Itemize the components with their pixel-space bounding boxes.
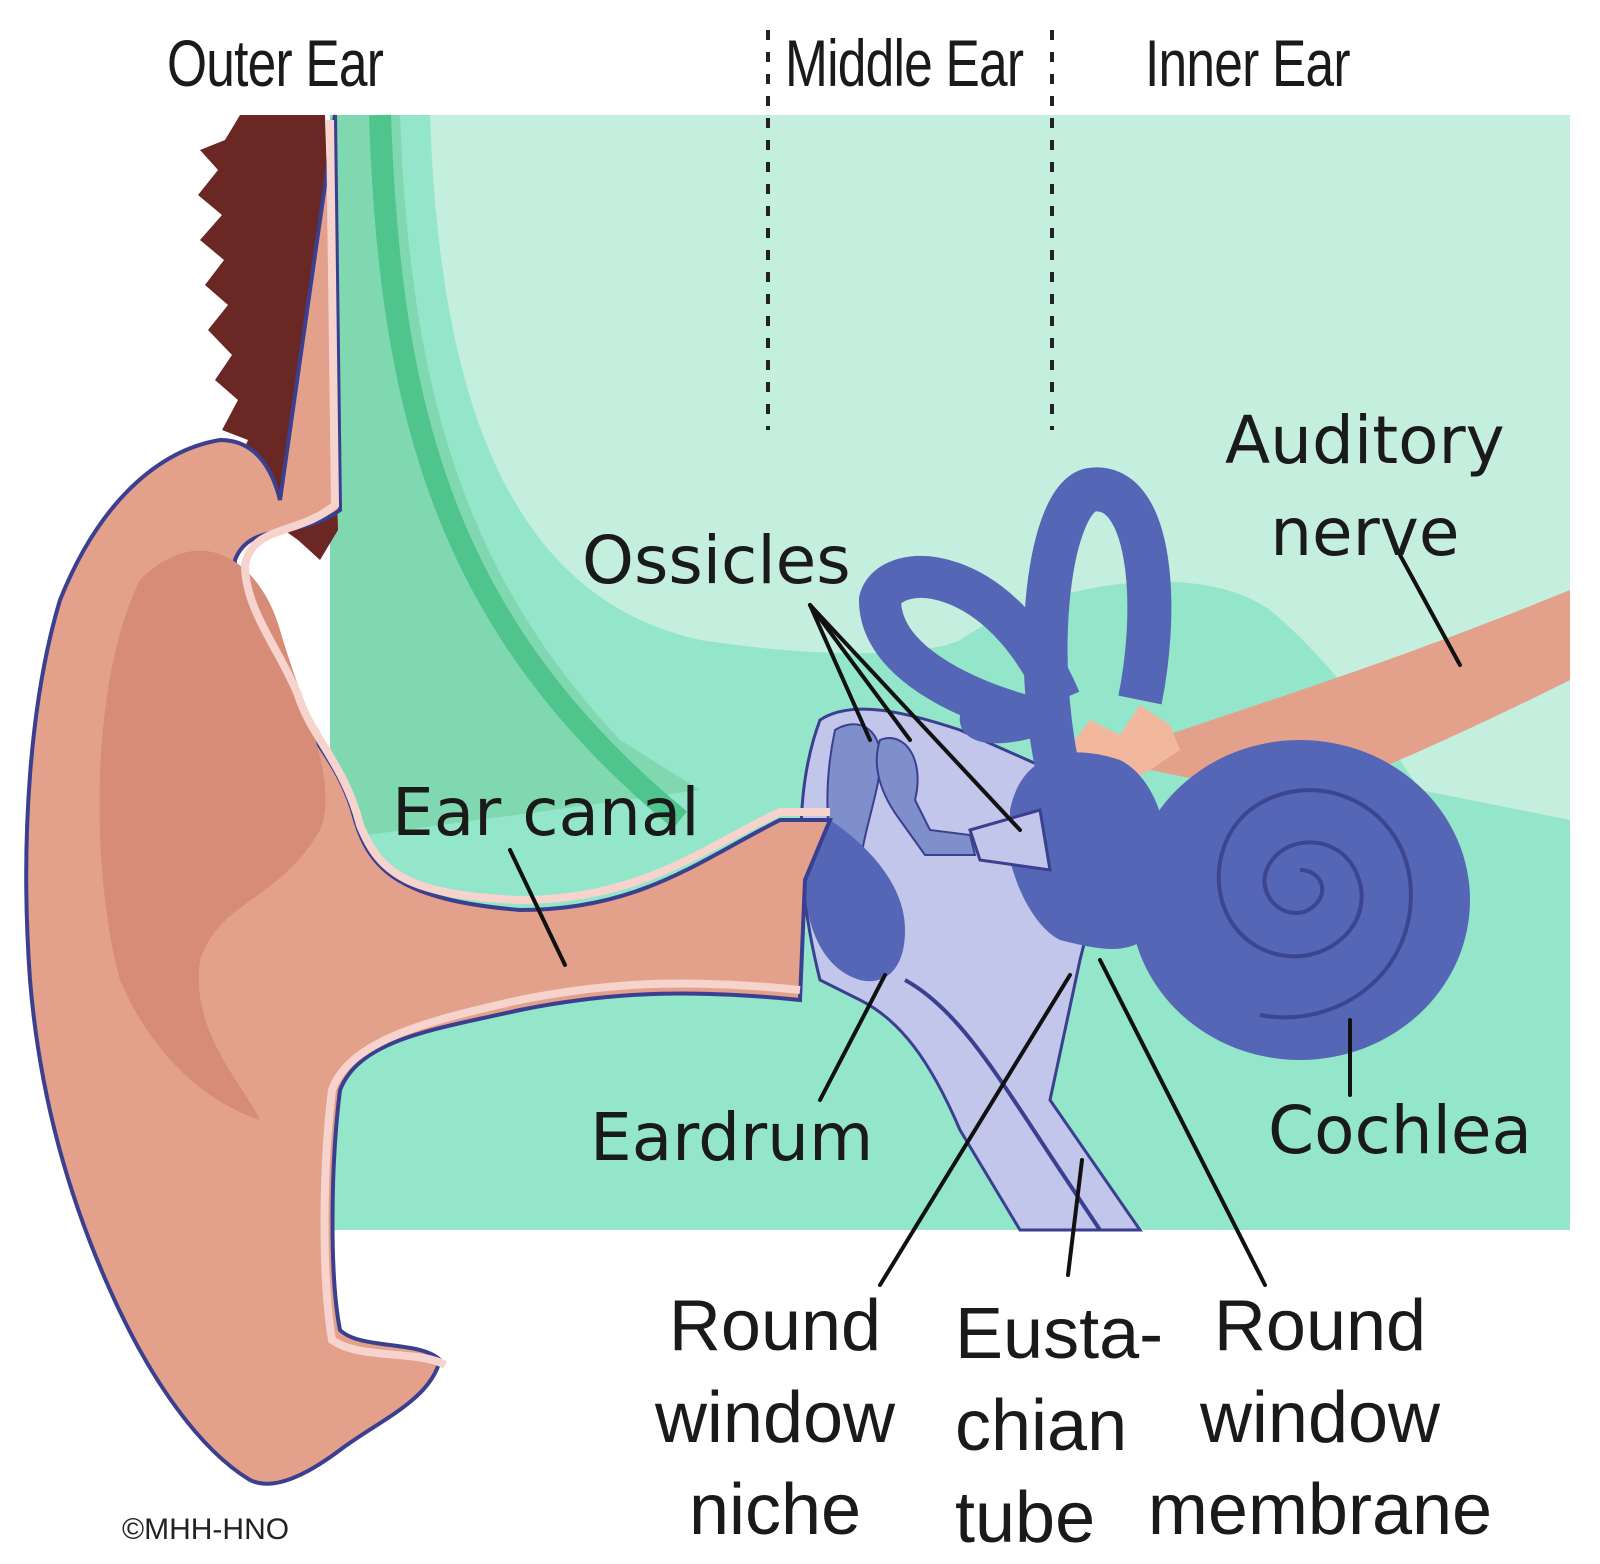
auditory-nerve-shape	[1100, 590, 1570, 800]
leader-lines	[508, 553, 1462, 1287]
ear-canal-label: Ear canal	[392, 774, 700, 851]
eardrum-label: Eardrum	[590, 1099, 874, 1176]
eustachian-tube-label: Eusta- chian tube	[955, 1294, 1164, 1558]
cochlea-label: Cochlea	[1268, 1092, 1532, 1169]
inner-ear	[858, 467, 1470, 1060]
ossicles-label: Ossicles	[582, 522, 851, 599]
canal-lining	[240, 119, 830, 905]
canal-outline-lower	[904, 978, 1102, 1232]
cochlea-spiral	[1216, 788, 1413, 1020]
outer-ear-header: Outer Ear	[167, 26, 384, 100]
round-window-niche-label: Round window niche	[654, 1286, 896, 1550]
tissue-stripe	[369, 114, 688, 829]
canal-lining-lower	[320, 979, 801, 1369]
eardrum-shape	[805, 820, 905, 982]
inner-ear-header: Inner Ear	[1145, 26, 1351, 100]
tissue-dark-band	[330, 115, 700, 840]
round-window-membrane-label: Round window membrane	[1147, 1286, 1493, 1550]
pinna-inner-fold	[99, 550, 326, 1120]
auditory-nerve-label: Auditory nerve	[1225, 402, 1505, 571]
copyright-text: ©MHH-HNO	[122, 1513, 290, 1546]
stapes-footplate	[968, 808, 1052, 872]
middle-ear-header: Middle Ear	[785, 26, 1024, 100]
